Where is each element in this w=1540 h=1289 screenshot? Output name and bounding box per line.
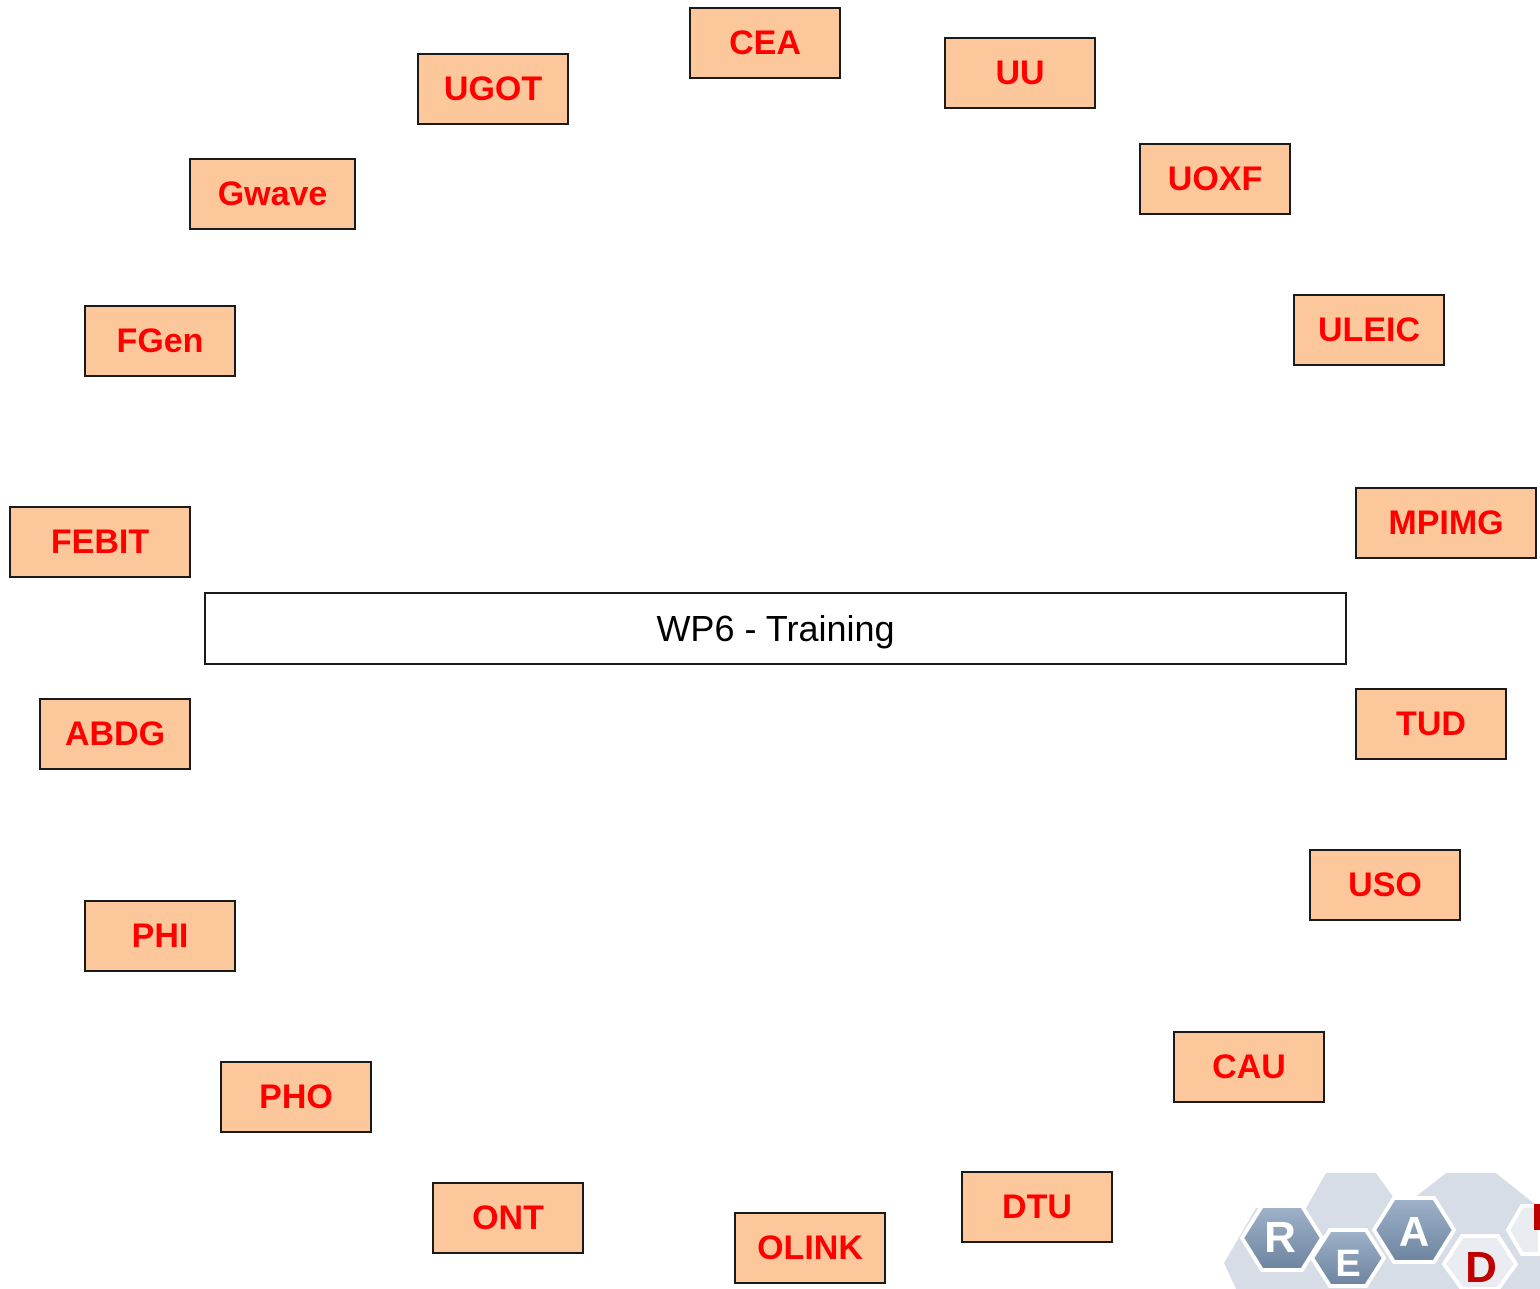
- partner-uso: USO: [1309, 849, 1461, 921]
- logo-hex-edge: [1505, 1204, 1540, 1256]
- partner-uleic: ULEIC: [1293, 294, 1445, 366]
- partner-ont: ONT: [432, 1182, 584, 1254]
- logo-hex-e: [1309, 1228, 1387, 1288]
- partner-fgen: FGen: [84, 305, 236, 377]
- partner-ugot: UGOT: [417, 53, 569, 125]
- logo-hex-r: [1239, 1204, 1325, 1272]
- partner-pho: PHO: [220, 1061, 372, 1133]
- logo-letter-d: D: [1465, 1243, 1497, 1289]
- partner-phi: PHI: [84, 900, 236, 972]
- partner-mpimg: MPIMG: [1355, 487, 1537, 559]
- logo-red-mark: [1534, 1204, 1540, 1230]
- logo-letter-e: E: [1335, 1243, 1360, 1285]
- partner-febit: FEBIT: [9, 506, 191, 578]
- logo-letter-r: R: [1264, 1213, 1296, 1262]
- partner-gwave: Gwave: [189, 158, 356, 230]
- partner-tud: TUD: [1355, 688, 1507, 760]
- partner-olink: OLINK: [734, 1212, 886, 1284]
- partner-abdg: ABDG: [39, 698, 191, 770]
- read-logo: R E A D: [1216, 1168, 1540, 1289]
- logo-hex-a: [1371, 1196, 1457, 1264]
- wp6-training-box: WP6 - Training: [204, 592, 1347, 665]
- partner-cau: CAU: [1173, 1031, 1325, 1103]
- partner-cea: CEA: [689, 7, 841, 79]
- read-logo-graphic: R E A D: [1224, 1173, 1540, 1289]
- partner-uu: UU: [944, 37, 1096, 109]
- partner-uoxf: UOXF: [1139, 143, 1291, 215]
- partner-dtu: DTU: [961, 1171, 1113, 1243]
- logo-letter-a: A: [1399, 1208, 1429, 1255]
- logo-hex-d: [1441, 1234, 1519, 1289]
